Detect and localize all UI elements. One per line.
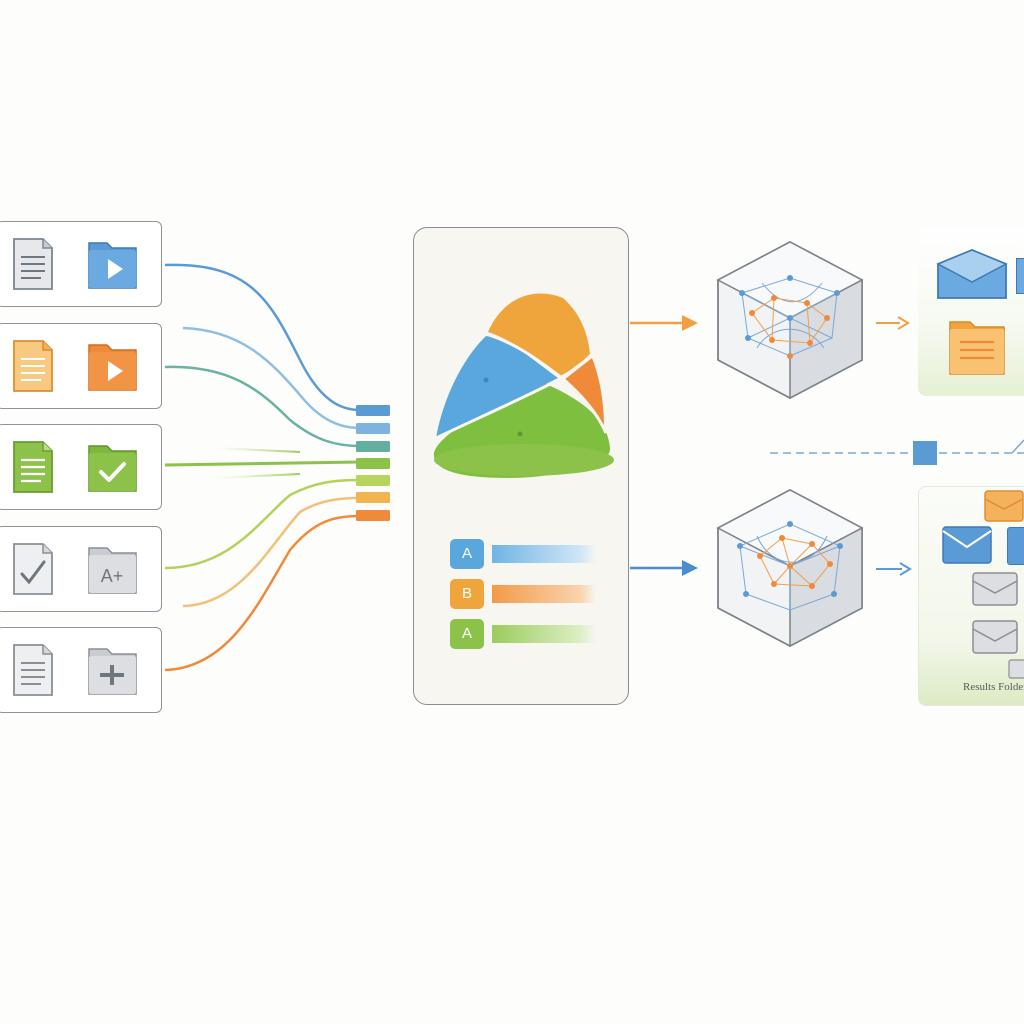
network-cube-icon-bottom	[716, 488, 864, 648]
connector-green-fade-2	[214, 473, 301, 479]
connector-blue-light	[182, 326, 361, 430]
source-card-5[interactable]	[0, 627, 162, 713]
connector-green	[164, 460, 361, 467]
output-panel-bottom: Results Folder	[918, 486, 1024, 706]
output-panel-top	[918, 228, 1024, 396]
arrow-head-top	[682, 315, 698, 331]
document-icon	[13, 238, 53, 290]
connector-teal	[164, 365, 361, 448]
gray-box-icon-small	[1008, 659, 1024, 679]
play-folder-icon	[88, 242, 137, 289]
legend-badge-a: A	[450, 539, 484, 569]
arrow-head-bottom	[682, 560, 698, 576]
document-icon	[13, 644, 53, 696]
legend-bar-blue	[492, 545, 596, 563]
envelope-box-icon-partial	[1016, 258, 1024, 294]
arrow-head-top-out	[897, 316, 910, 330]
connector-orange	[164, 514, 361, 672]
plug-5	[356, 475, 390, 486]
orange-box-icon	[984, 490, 1024, 522]
grade-label: A+	[101, 566, 124, 586]
plug-6	[356, 492, 390, 503]
document-icon	[13, 441, 53, 493]
legend-bar-green	[492, 625, 596, 643]
gray-box-icon-2	[972, 620, 1018, 654]
source-card-2[interactable]	[0, 323, 162, 409]
legend-badge-a-green: A	[450, 619, 484, 649]
legend-badge-b: B	[450, 579, 484, 609]
checkmark-folder-icon	[88, 445, 137, 492]
network-cube-icon-top	[716, 240, 864, 400]
source-card-1[interactable]	[0, 221, 162, 307]
source-card-3[interactable]	[0, 424, 162, 510]
plug-3	[356, 441, 390, 452]
plug-1	[356, 405, 390, 416]
plug-2	[356, 423, 390, 434]
feedback-node	[913, 441, 937, 465]
gray-box-icon-1	[972, 572, 1018, 606]
feedback-up	[1011, 439, 1024, 454]
blue-envelope-icon	[942, 526, 992, 564]
envelope-box-icon	[936, 249, 1008, 299]
blue-envelope-icon-partial	[1007, 527, 1024, 565]
grade-folder-icon: A+	[88, 547, 137, 594]
output-caption: Results Folder	[963, 681, 1024, 693]
plus-folder-icon	[88, 648, 137, 695]
pie-segments-icon	[433, 293, 614, 478]
plug-4	[356, 458, 390, 469]
connector-blue	[164, 263, 361, 412]
processing-panel: A B A	[413, 227, 629, 705]
play-folder-icon	[88, 344, 137, 391]
legend-bar-orange	[492, 585, 596, 603]
arrow-head-bottom-out	[899, 562, 912, 576]
connector-lime	[164, 478, 361, 570]
source-card-4[interactable]: A+	[0, 526, 162, 612]
checked-document-icon	[13, 543, 53, 595]
connector-green-fade	[214, 447, 301, 453]
document-icon	[13, 340, 53, 392]
connector-yellow	[182, 496, 361, 608]
orange-folder-icon	[949, 321, 1005, 375]
plug-7	[356, 510, 390, 521]
